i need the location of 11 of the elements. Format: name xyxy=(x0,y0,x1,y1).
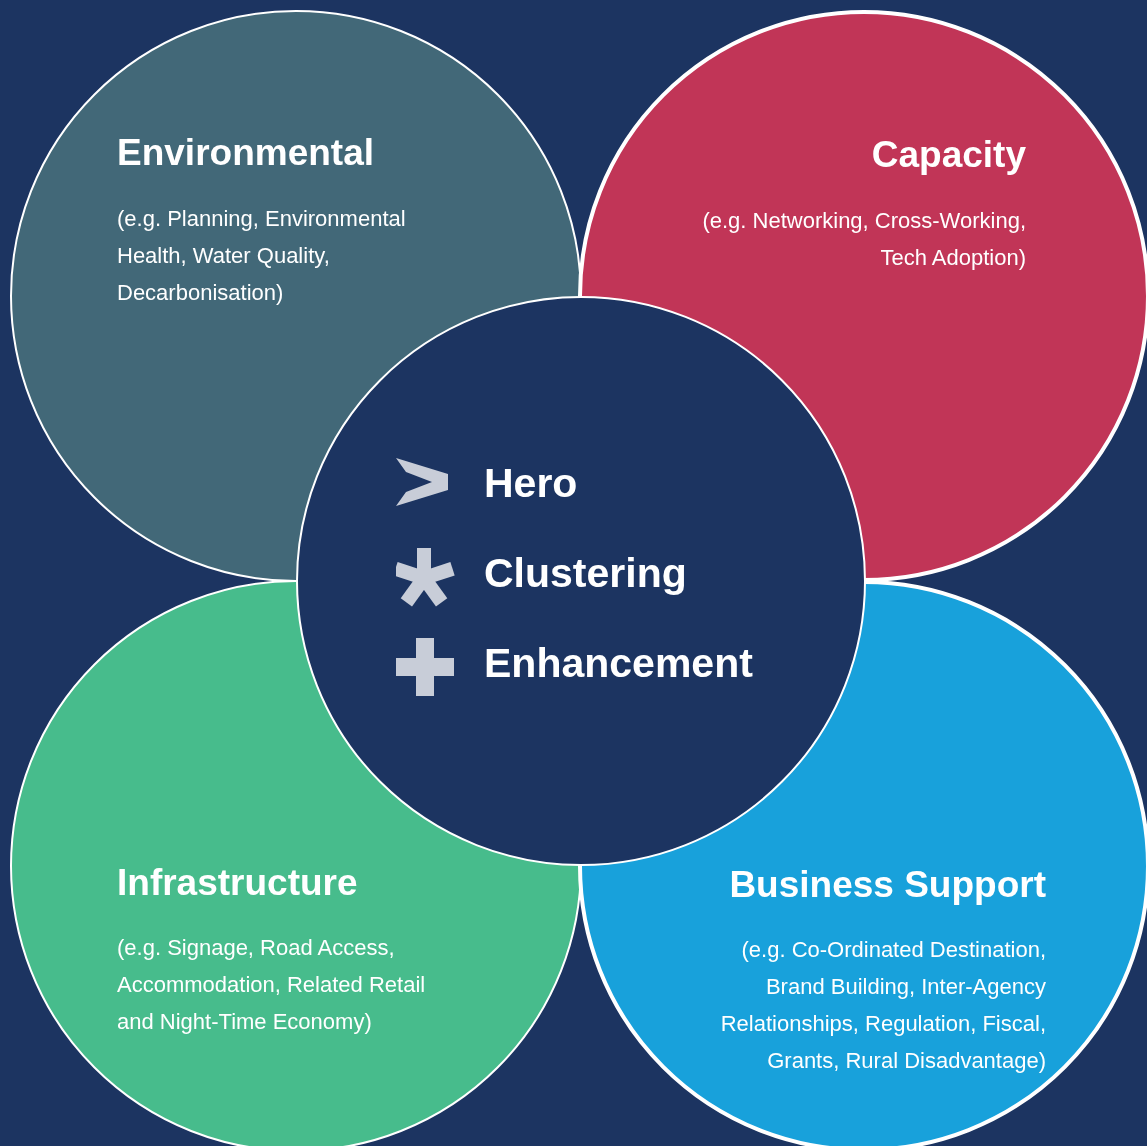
category-examples: (e.g. Co-Ordinated Destination, Brand Building, Inter-Agency Relationships, Regulation, Fiscal, Grants, Rural Disadvantage) xyxy=(719,936,1046,1075)
category-heading: Capacity xyxy=(871,134,1026,176)
category-examples: (e.g. Signage, Road Access, Accommodation, Related Retail and Night-Time Economy) xyxy=(117,934,427,1036)
category-heading: Environmental xyxy=(117,132,374,174)
category-examples: (e.g. Planning, Environmental Health, Water Quality, Decarbonisation) xyxy=(117,205,407,307)
theme-label: Clustering xyxy=(484,550,687,597)
category-examples: (e.g. Networking, Cross-Working, Tech Adoption) xyxy=(701,207,1026,272)
theme-label: Hero xyxy=(484,460,578,507)
category-heading: Business Support xyxy=(729,864,1046,906)
category-heading: Infrastructure xyxy=(117,862,358,904)
theme-label: Enhancement xyxy=(484,640,753,687)
